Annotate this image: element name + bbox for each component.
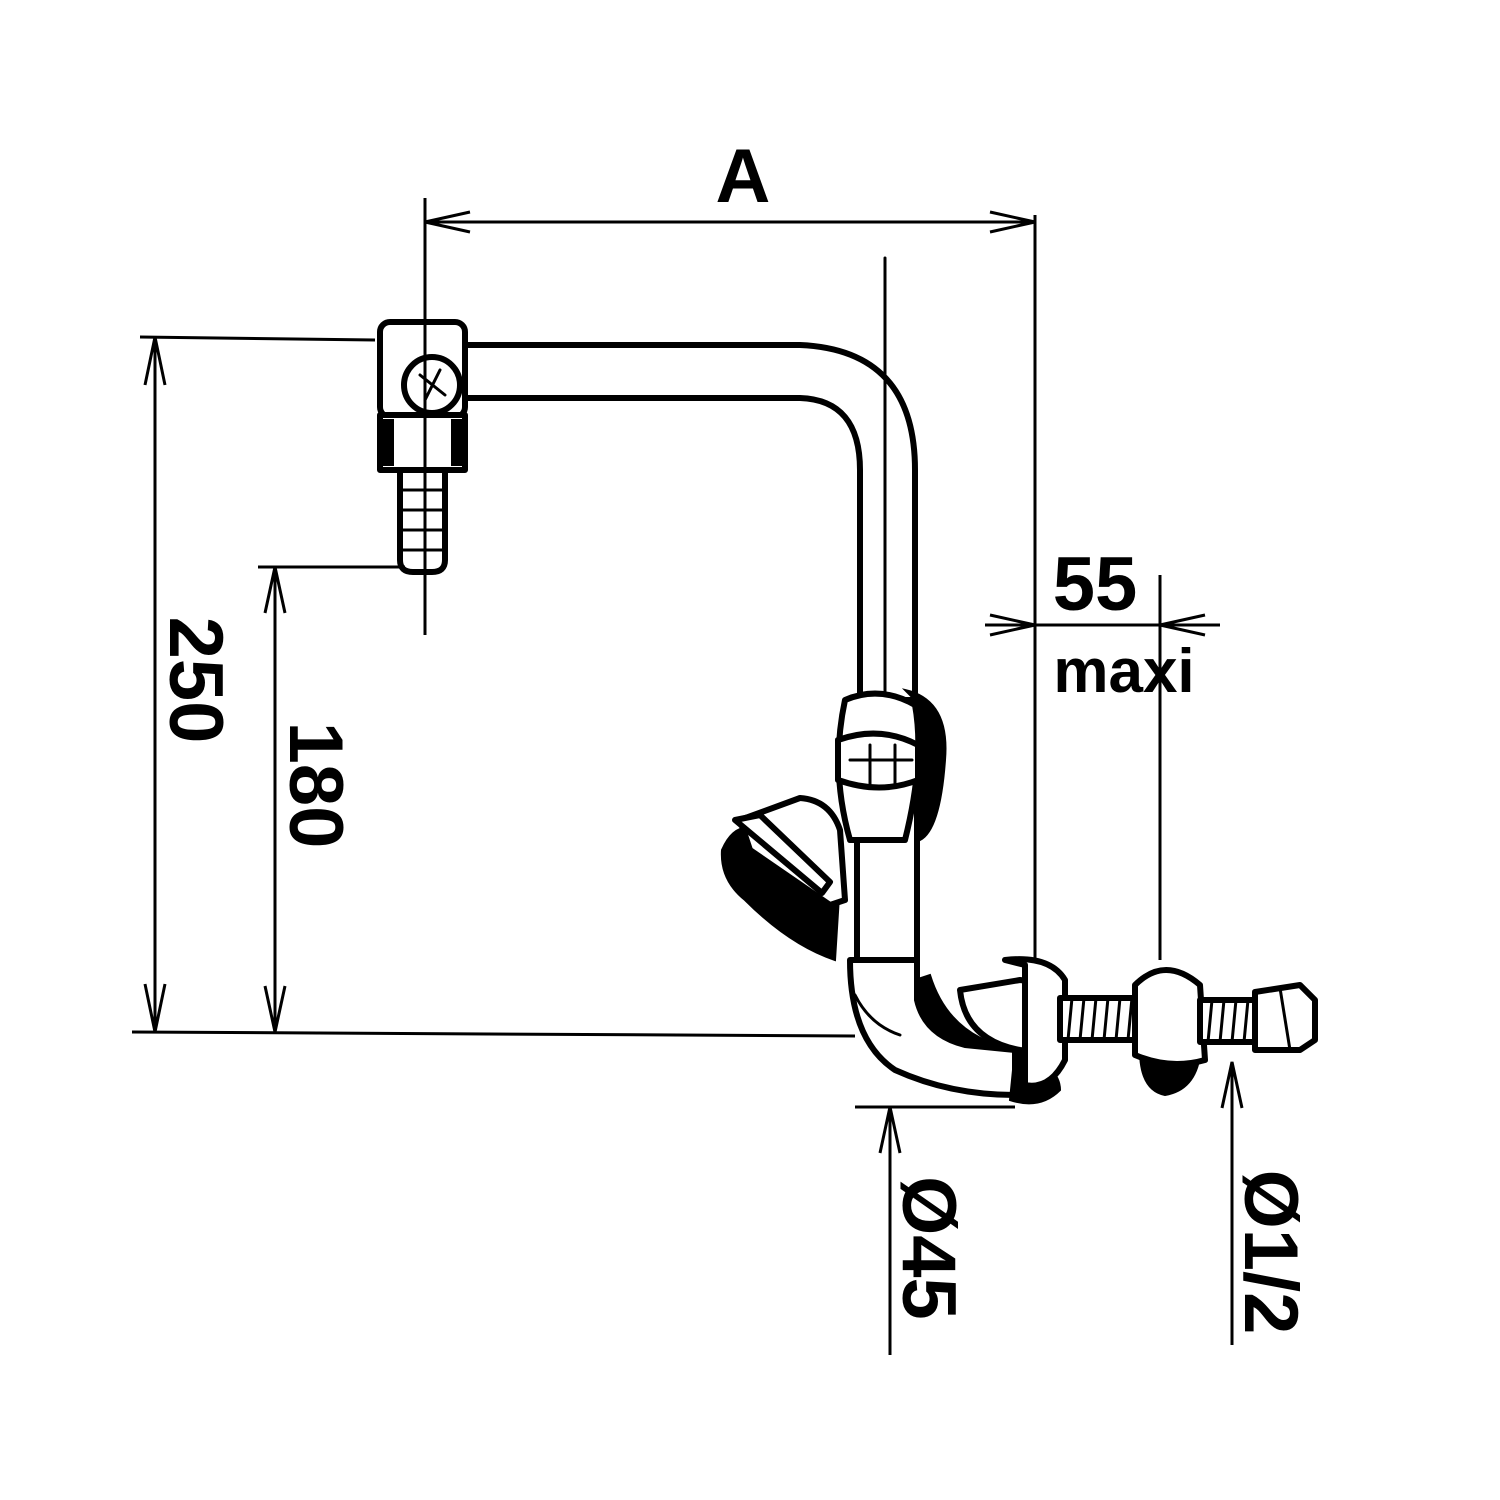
dim-250-extension-top (139, 335, 376, 342)
hose-nozzle (397, 467, 448, 575)
spout-arm (452, 342, 918, 703)
dim-d45-arrow (878, 1106, 902, 1154)
dim-55-label: 55 (1053, 542, 1138, 627)
dim-250-label: 250 (153, 617, 238, 744)
dim-250-arrow-top (143, 336, 167, 386)
dim-180-arrow-top (263, 566, 287, 614)
valve-body (835, 688, 947, 843)
dim-55-arrow-left (989, 613, 1036, 637)
dim-a-arrow-right (989, 210, 1036, 234)
dim-55-arrow-right (1159, 613, 1206, 637)
dim-baseline (131, 1030, 856, 1038)
dim-d12-arrow (1220, 1061, 1244, 1109)
wall-flange (957, 956, 1068, 1105)
dim-55-unit-label: maxi (1053, 637, 1194, 706)
dim-a-label: A (716, 134, 771, 219)
faucet (377, 256, 1318, 1105)
end-fitting (1197, 982, 1318, 1053)
dimension-lines (131, 198, 1244, 1355)
outlet-head (377, 319, 468, 473)
dim-180-arrow-bottom (263, 985, 287, 1033)
threaded-shank (1057, 995, 1143, 1043)
valve-handle (720, 795, 848, 962)
dim-d45-label: Ø45 (886, 1176, 971, 1320)
dim-a-arrow-left (424, 210, 471, 234)
back-nut (1132, 967, 1208, 1097)
dim-d12-label: Ø1/2 (1228, 1170, 1313, 1335)
lower-elbow (847, 957, 1022, 1098)
dim-180-label: 180 (273, 722, 358, 849)
